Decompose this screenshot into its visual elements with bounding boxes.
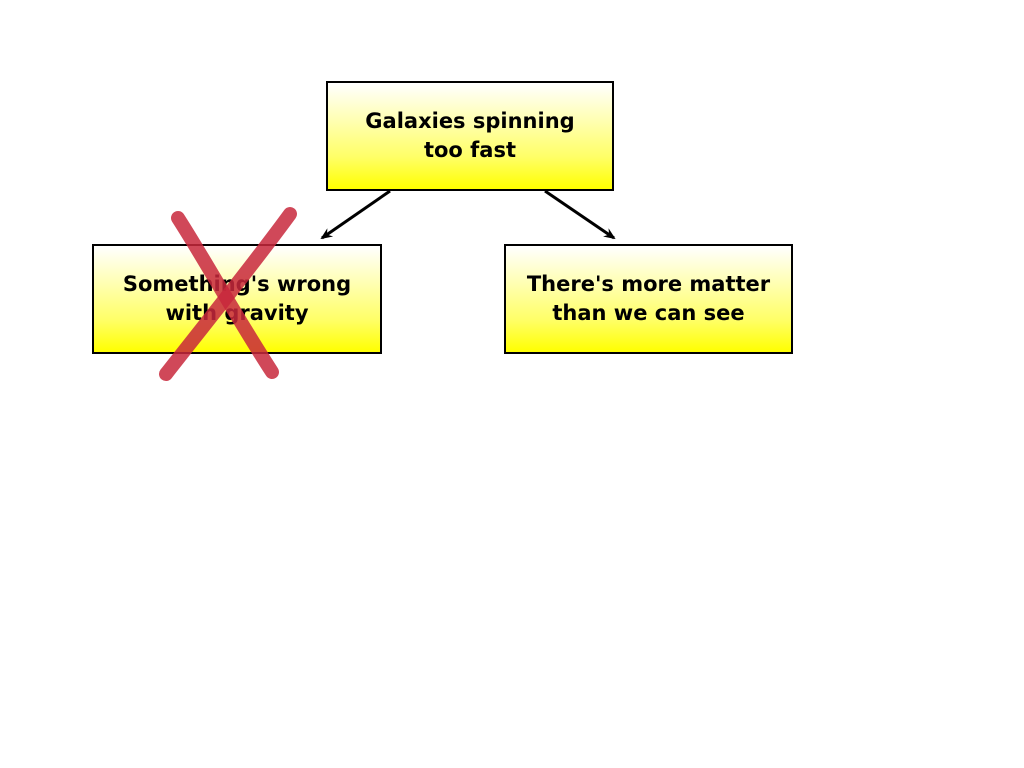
edge-root-to-right	[544, 189, 616, 240]
node-left-label: Something's wrong with gravity	[122, 272, 352, 325]
node-right-more-matter: There's more matter than we can see	[504, 244, 793, 354]
node-right-label: There's more matter than we can see	[526, 272, 771, 325]
node-left-wrong-gravity: Something's wrong with gravity	[92, 244, 382, 354]
node-root-galaxies-spinning: Galaxies spinning too fast	[326, 81, 614, 191]
edge-root-to-left	[320, 189, 391, 240]
node-root-label: Galaxies spinning too fast	[365, 109, 575, 162]
